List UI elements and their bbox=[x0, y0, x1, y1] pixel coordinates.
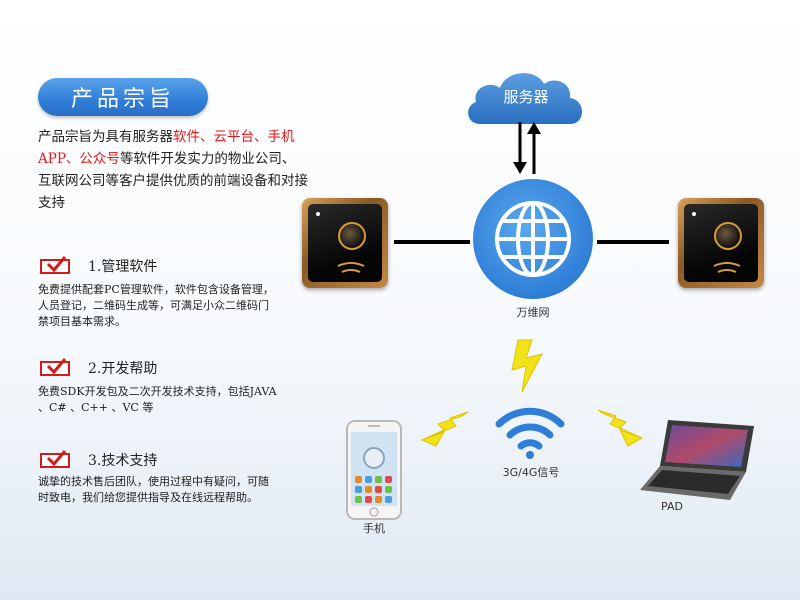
section-3-body: 诚挚的技术售后团队，使用过程中有疑问，可随时致电，我们给您提供指导及在线远程帮助… bbox=[38, 475, 269, 504]
wifi-icon bbox=[495, 407, 565, 459]
intro-suffix: 等软件开发实力的物业公司、互联网公司等客户提供优质的前端设备和对接支持 bbox=[38, 151, 308, 211]
cloud-icon bbox=[468, 73, 582, 124]
intro-prefix: 产品宗旨为具有服务器 bbox=[38, 129, 173, 145]
lightning-bolt-icon bbox=[511, 339, 543, 393]
pad-label: PAD bbox=[661, 500, 683, 513]
section-3-title: 3.技术支持 bbox=[88, 453, 158, 469]
signal-label: 3G/4G信号 bbox=[502, 466, 560, 479]
section-1-body: 免费提供配套PC管理软件，软件包含设备管理，人员登记，二维码生成等，可满足小众二… bbox=[38, 283, 274, 328]
globe-icon bbox=[473, 179, 593, 299]
section-2-body: 免费SDK开发包及二次开发技术支持，包括JAVA 、C# 、C++ 、VC 等 bbox=[38, 385, 277, 414]
connector-line-left bbox=[394, 240, 470, 244]
smartphone-icon bbox=[346, 420, 402, 520]
section-2-title-row: 2.开发帮助 bbox=[40, 357, 158, 378]
phone-label: 手机 bbox=[363, 522, 385, 535]
checkbox-icon bbox=[40, 449, 70, 468]
internet-label: 万维网 bbox=[516, 306, 550, 319]
section-2-title: 2.开发帮助 bbox=[88, 361, 158, 377]
section-1-title: 1.管理软件 bbox=[88, 259, 158, 275]
bidirectional-arrow-icon bbox=[513, 122, 541, 174]
checkbox-icon bbox=[40, 255, 70, 274]
tablet-laptop-icon bbox=[640, 420, 754, 500]
section-3-title-row: 3.技术支持 bbox=[40, 449, 158, 470]
lightning-bolt-icon bbox=[597, 409, 644, 447]
connector-line-right bbox=[597, 240, 669, 244]
section-1-title-row: 1.管理软件 bbox=[40, 255, 158, 276]
access-control-device-left bbox=[302, 198, 388, 288]
intro-highlight: 软件、云平台、手机APP、公众号 bbox=[38, 129, 295, 167]
page-title: 产品宗旨 bbox=[38, 78, 208, 116]
intro-paragraph: 产品宗旨为具有服务器软件、云平台、手机APP、公众号等软件开发实力的物业公司、互… bbox=[38, 126, 308, 214]
lightning-bolt-icon bbox=[420, 411, 469, 447]
checkbox-icon bbox=[40, 357, 70, 376]
access-control-device-right bbox=[678, 198, 764, 288]
server-label: 服务器 bbox=[503, 88, 549, 106]
